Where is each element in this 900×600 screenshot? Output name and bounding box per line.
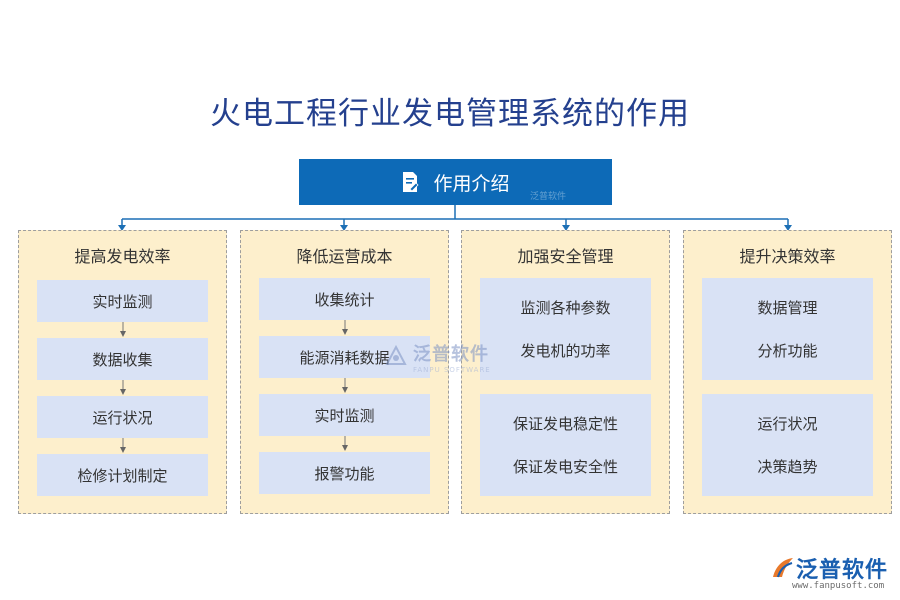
- item-box: 运行状况: [37, 396, 208, 438]
- column-title: 加强安全管理: [517, 247, 614, 266]
- column-safety-management: 加强安全管理 监测各种参数 发电机的功率 保证发电稳定性 保证发电安全性: [461, 230, 670, 514]
- group-box: 监测各种参数 发电机的功率: [480, 278, 651, 380]
- group-item: 运行状况: [757, 415, 818, 433]
- column-title: 提高发电效率: [74, 247, 171, 266]
- item-box: 检修计划制定: [37, 454, 208, 496]
- brand-url: www.fanpusoft.com: [792, 581, 885, 591]
- column-improve-efficiency: 提高发电效率 实时监测 数据收集 运行状况 检修计划制定: [18, 230, 227, 514]
- root-watermark: 泛普软件: [530, 192, 567, 202]
- column-reduce-costs: 降低运营成本 收集统计 能源消耗数据 实时监测 报警功能: [240, 230, 449, 514]
- fanpu-logo-icon: [773, 558, 793, 578]
- column-title: 降低运营成本: [296, 247, 393, 266]
- sequence-arrows: [120, 322, 126, 453]
- brand-logo: 泛普软件: [770, 552, 888, 584]
- item-box: 实时监测: [259, 394, 430, 436]
- watermark-subtext: FANPU SOFTWARE: [413, 366, 491, 374]
- group-item: 数据管理: [757, 299, 818, 317]
- root-node: 作用介绍: [299, 159, 612, 205]
- group-box: 数据管理 分析功能: [702, 278, 873, 380]
- item-box: 收集统计: [259, 278, 430, 320]
- group-item: 监测各种参数: [520, 299, 611, 317]
- group-item: 分析功能: [757, 342, 818, 360]
- group-item: 发电机的功率: [520, 342, 611, 360]
- item-box: 数据收集: [37, 338, 208, 380]
- page-title: 火电工程行业发电管理系统的作用: [210, 96, 690, 132]
- group-item: 保证发电安全性: [512, 458, 618, 476]
- root-label: 作用介绍: [433, 172, 510, 195]
- group-box: 运行状况 决策趋势: [702, 394, 873, 496]
- watermark-text: 泛普软件: [413, 344, 489, 365]
- sequence-arrows: [342, 320, 348, 451]
- item-box: 报警功能: [259, 452, 430, 494]
- watermark: 泛普软件 FANPU SOFTWARE: [383, 340, 491, 374]
- item-box: 实时监测: [37, 280, 208, 322]
- document-edit-icon: [403, 172, 420, 192]
- brand-name: 泛普软件: [796, 558, 889, 583]
- group-item: 决策趋势: [757, 458, 818, 476]
- group-box: 保证发电稳定性 保证发电安全性: [480, 394, 651, 496]
- watermark-logo-icon: [385, 344, 407, 365]
- column-title: 提升决策效率: [739, 247, 836, 266]
- group-item: 保证发电稳定性: [512, 415, 618, 433]
- column-decision-efficiency: 提升决策效率 数据管理 分析功能 运行状况 决策趋势: [683, 230, 892, 514]
